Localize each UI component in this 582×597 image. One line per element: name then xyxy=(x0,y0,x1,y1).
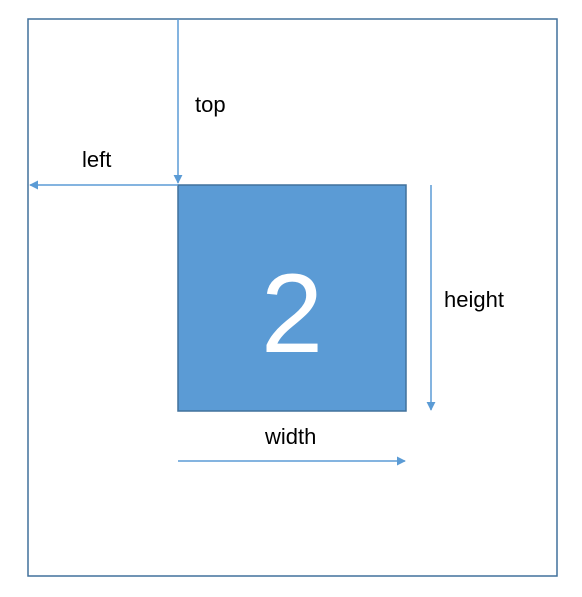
height-label: height xyxy=(444,287,504,312)
top-label: top xyxy=(195,92,226,117)
width-label: width xyxy=(264,424,316,449)
element-box-number: 2 xyxy=(261,251,323,376)
element-box xyxy=(177,184,407,412)
left-label: left xyxy=(82,147,111,172)
